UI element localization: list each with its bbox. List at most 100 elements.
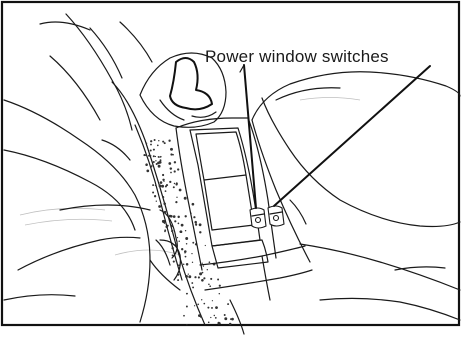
carpet-speck: [210, 317, 211, 318]
carpet-speck: [174, 220, 176, 222]
carpet-speck: [174, 170, 176, 172]
carpet-speck: [212, 300, 213, 301]
carpet-speck: [157, 145, 159, 147]
carpet-speck: [208, 321, 210, 323]
carpet-speck: [197, 303, 199, 305]
carpet-speck: [186, 306, 188, 308]
carpet-speck: [151, 166, 153, 168]
carpet-speck: [192, 262, 193, 263]
carpet-speck: [185, 215, 187, 217]
carpet-speck: [183, 315, 185, 317]
carpet-speck: [156, 163, 158, 165]
carpet-speck: [214, 315, 215, 316]
carpet-speck: [173, 186, 175, 188]
carpet-speck: [162, 196, 164, 198]
carpet-speck: [209, 285, 211, 287]
carpet-speck: [170, 153, 172, 155]
carpet-speck: [224, 314, 226, 316]
carpet-speck: [194, 221, 197, 224]
carpet-speck: [217, 279, 219, 281]
carpet-speck: [224, 317, 227, 320]
carpet-speck: [167, 225, 169, 227]
carpet-speck: [229, 323, 232, 326]
carpet-speck: [150, 149, 152, 151]
carpet-speck: [150, 140, 152, 142]
carpet-speck: [177, 279, 179, 281]
carpet-texture: [143, 139, 233, 325]
carpet-speck: [160, 181, 162, 183]
carpet-speck: [186, 243, 188, 245]
carpet-speck: [162, 174, 164, 176]
carpet-speck: [162, 220, 165, 223]
carpet-speck: [156, 201, 157, 202]
carpet-speck: [202, 263, 203, 264]
carpet-speck: [165, 190, 167, 192]
carpet-speck: [184, 197, 187, 200]
carpet-speck: [219, 285, 221, 287]
carpet-speck: [180, 231, 182, 233]
carpet-speck: [188, 275, 191, 278]
carpet-speck: [153, 161, 155, 163]
carpet-speck: [230, 318, 232, 320]
carpet-speck: [174, 161, 176, 163]
carpet-speck: [175, 201, 177, 203]
carpet-speck: [171, 247, 173, 249]
carpet-speck: [179, 189, 182, 192]
carpet-speck: [207, 269, 208, 270]
carpet-speck: [215, 306, 218, 309]
right-seat: [252, 72, 460, 320]
carpet-speck: [155, 156, 156, 157]
carpet-speck: [171, 230, 173, 232]
carpet-speck: [209, 261, 211, 263]
carpet-speck: [215, 317, 217, 319]
carpet-speck: [177, 216, 179, 218]
carpet-speck: [227, 303, 229, 305]
carpet-speck: [186, 324, 187, 325]
carpet-speck: [207, 307, 209, 309]
carpet-speck: [192, 203, 195, 206]
carpet-speck: [178, 264, 180, 266]
carpet-speck: [150, 144, 152, 146]
carpet-speck: [170, 172, 172, 174]
carpet-speck: [219, 322, 220, 323]
carpet-speck: [174, 183, 175, 184]
carpet-speck: [205, 245, 206, 246]
carpet-speck: [162, 179, 164, 181]
carpet-speck: [199, 231, 201, 233]
carpet-speck: [194, 276, 196, 278]
carpet-speck: [185, 275, 188, 278]
carpet-speck: [198, 314, 201, 317]
carpet-speck: [158, 156, 160, 158]
carpet-speck: [203, 265, 204, 266]
carpet-speck: [186, 293, 188, 295]
carpet-speck: [203, 277, 205, 279]
carpet-speck: [185, 230, 186, 231]
carpet-speck: [191, 253, 192, 254]
carpet-speck: [168, 162, 171, 165]
carpet-speck: [158, 165, 161, 168]
carpet-speck: [178, 240, 179, 241]
carpet-speck: [199, 272, 202, 275]
carpet-speck: [145, 163, 148, 166]
carpet-speck: [153, 155, 155, 157]
center-console: [176, 118, 276, 270]
carpet-speck: [178, 223, 180, 225]
carpet-speck: [160, 159, 162, 161]
carpet-speck: [161, 185, 164, 188]
carpet-speck: [164, 229, 166, 231]
power-window-switches-label: Power window switches: [205, 47, 389, 66]
carpet-speck: [170, 225, 173, 228]
carpet-speck: [199, 223, 202, 226]
carpet-speck: [163, 181, 164, 182]
carpet-speck: [193, 216, 195, 218]
carpet-speck: [184, 252, 185, 253]
carpet-speck: [150, 155, 151, 156]
carpet-speck: [185, 237, 188, 240]
carpet-speck: [175, 183, 177, 185]
carpet-speck: [194, 305, 195, 306]
carpet-speck: [201, 299, 202, 300]
carpet-speck: [175, 260, 177, 262]
window-switch-left: [250, 208, 266, 228]
carpet-speck: [146, 170, 149, 173]
